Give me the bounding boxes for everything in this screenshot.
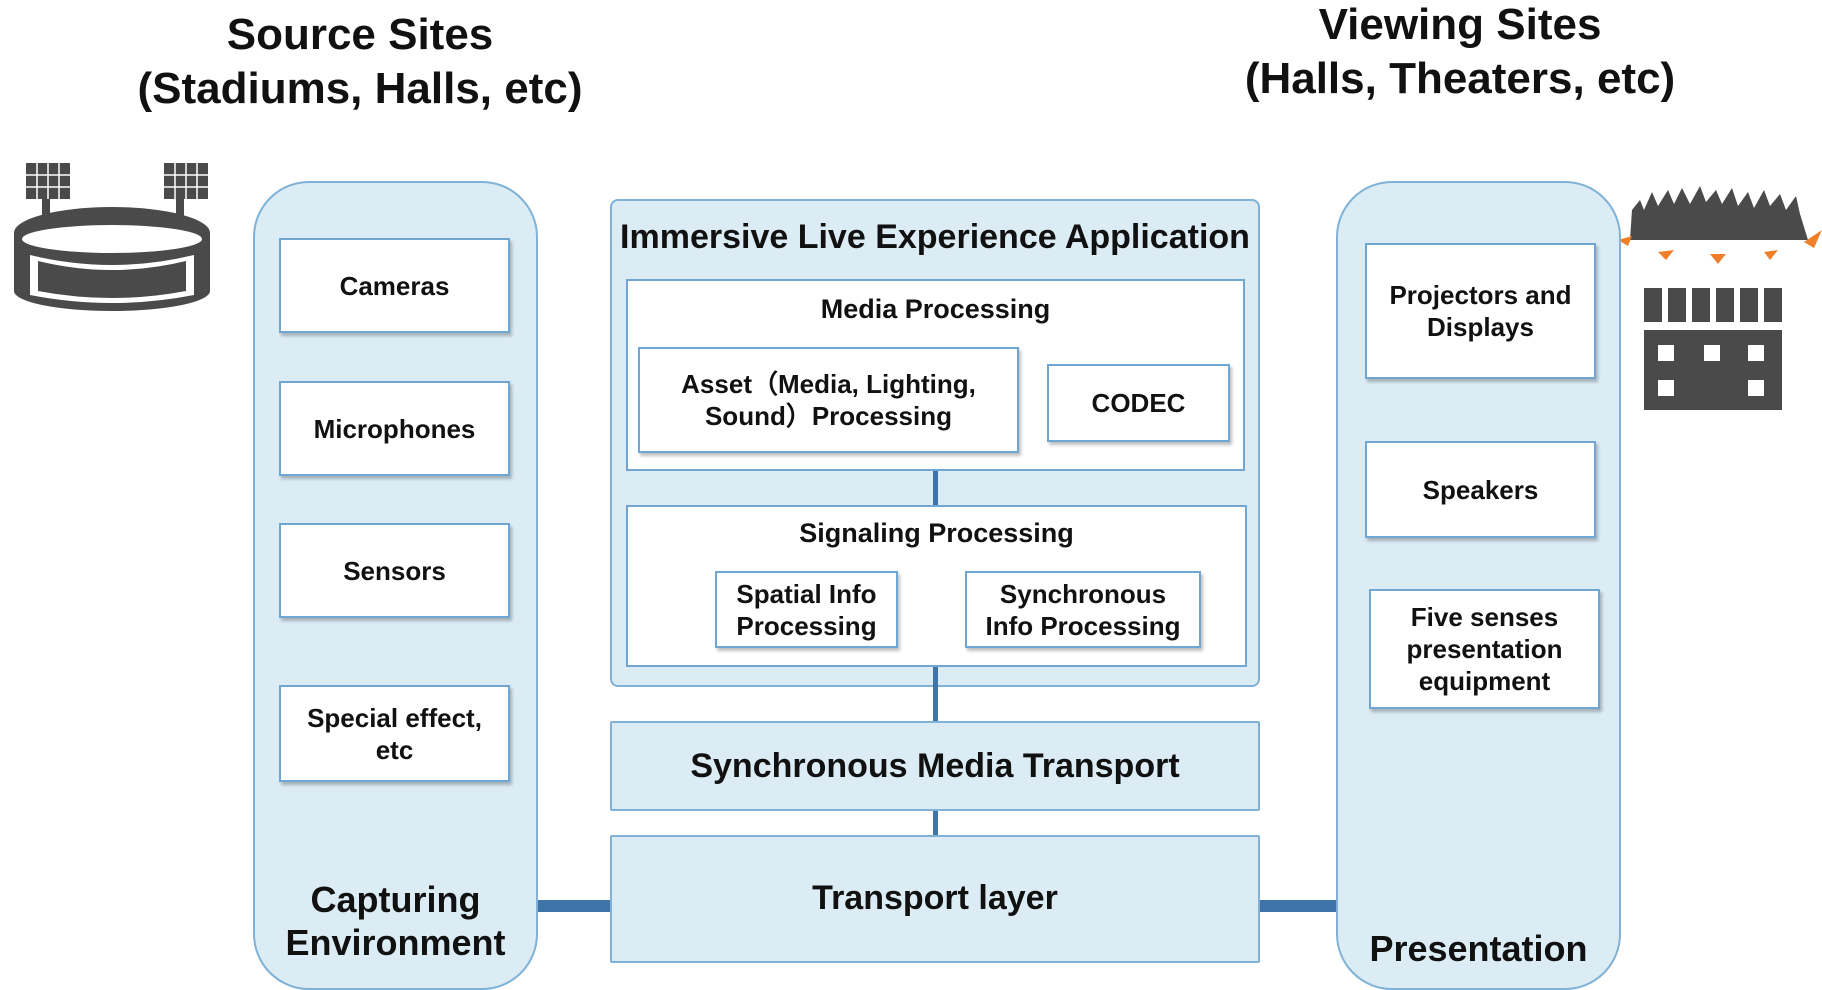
microphones-box: Microphones bbox=[279, 381, 510, 476]
stadium-icon bbox=[12, 155, 212, 315]
media-processing-title: Media Processing bbox=[820, 294, 1051, 324]
connector-capture-transport bbox=[538, 900, 610, 912]
connector-media-signaling bbox=[933, 471, 938, 505]
five-senses-box: Five senses presentation equipment bbox=[1369, 589, 1600, 709]
asset-processing-box: Asset（Media, Lighting, Sound）Processing bbox=[638, 347, 1019, 453]
codec-box: CODEC bbox=[1047, 364, 1230, 442]
projectors-displays-box: Projectors and Displays bbox=[1365, 243, 1596, 379]
connector-app-sync bbox=[933, 667, 938, 721]
signaling-processing-title: Signaling Processing bbox=[799, 518, 1074, 548]
sensors-box: Sensors bbox=[279, 523, 510, 618]
immersive-app-title: Immersive Live Experience Application bbox=[620, 218, 1250, 256]
synchronous-info-box: Synchronous Info Processing bbox=[965, 571, 1201, 648]
viewing-sites-heading: Viewing Sites (Halls, Theaters, etc) bbox=[1244, 0, 1676, 103]
source-sites-heading: Source Sites (Stadiums, Halls, etc) bbox=[137, 10, 583, 113]
connector-sync-transport bbox=[933, 811, 938, 835]
presentation-label: Presentation bbox=[1369, 928, 1588, 969]
special-effect-box: Special effect, etc bbox=[279, 685, 510, 782]
synchronous-media-transport: Synchronous Media Transport bbox=[610, 721, 1260, 811]
transport-layer: Transport layer bbox=[610, 835, 1260, 963]
spatial-info-box: Spatial Info Processing bbox=[715, 571, 898, 648]
speakers-box: Speakers bbox=[1365, 441, 1596, 538]
capturing-environment-label: Capturing Environment bbox=[285, 879, 506, 963]
cameras-box: Cameras bbox=[279, 238, 510, 333]
connector-transport-presentation bbox=[1260, 900, 1336, 912]
theater-crowd-icon bbox=[1618, 170, 1822, 410]
